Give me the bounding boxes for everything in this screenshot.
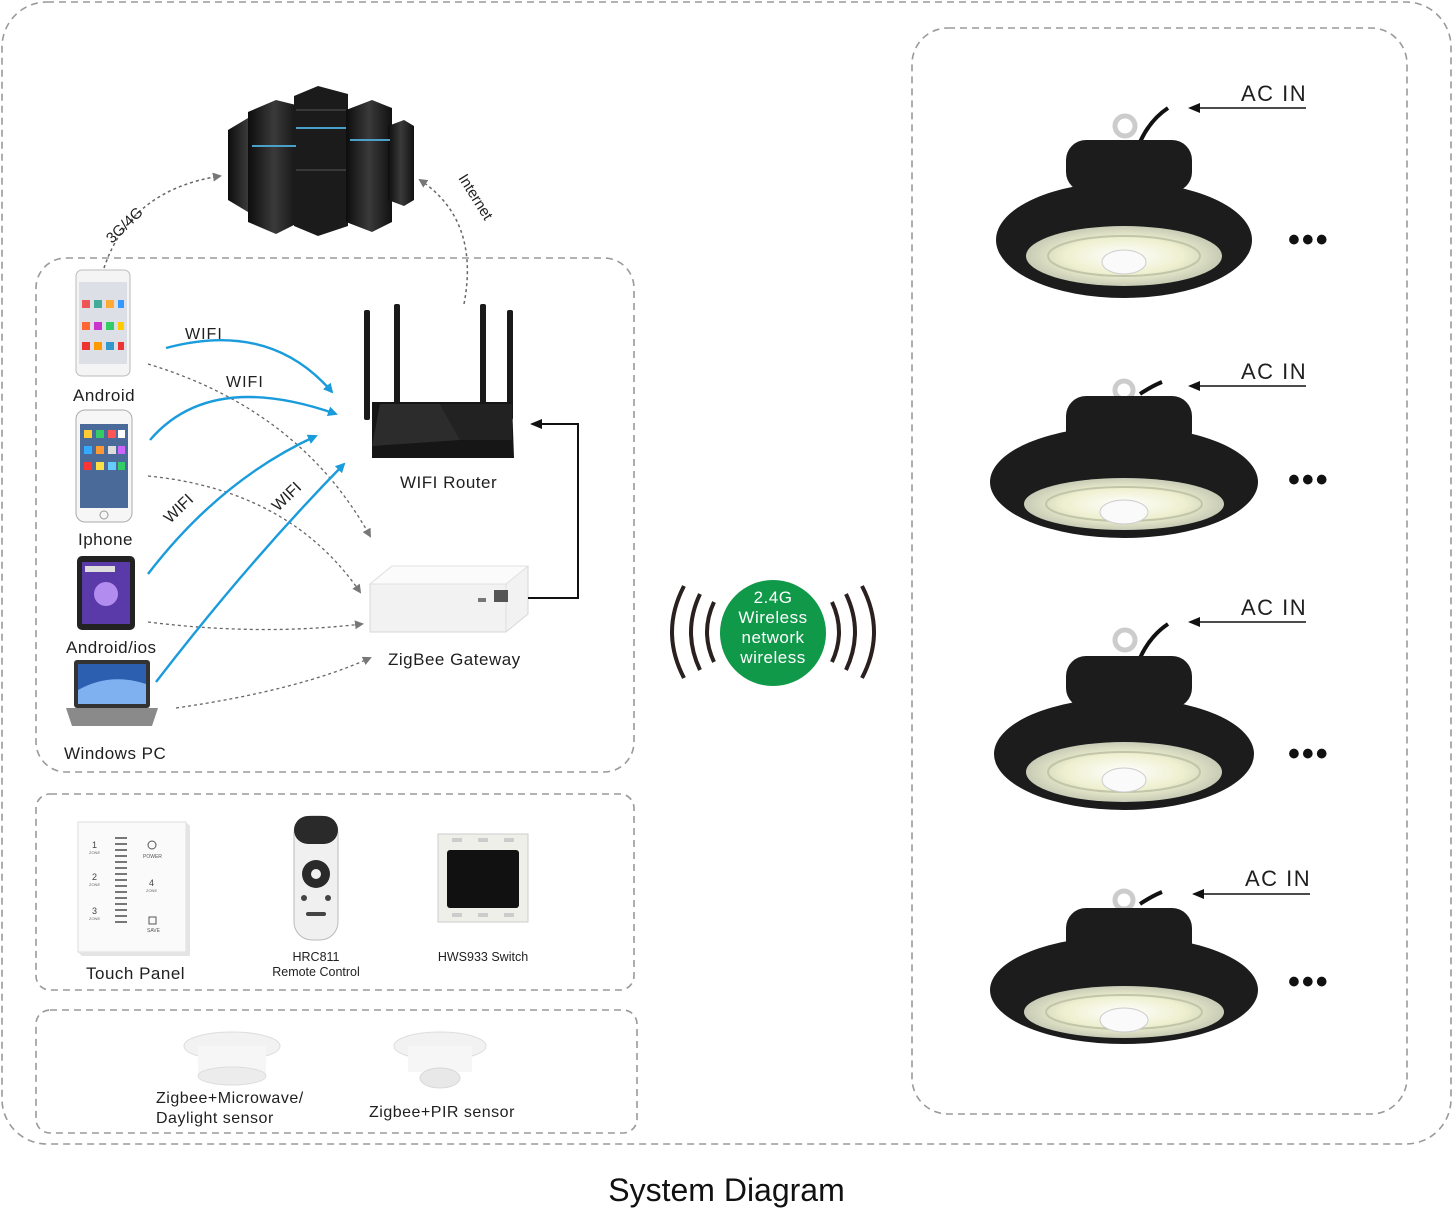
panel-zone-label-3: ZONE	[89, 916, 100, 921]
wifi-label-1: WIFI	[185, 326, 223, 343]
switch-label: HWS933 Switch	[437, 950, 529, 964]
zigbee-gateway-icon	[368, 565, 530, 633]
microwave-sensor-icon	[183, 1031, 281, 1086]
badge-line-2: Wireless	[738, 608, 808, 627]
badge-line-1: 2.4G	[753, 588, 793, 607]
panel-power-label: POWER	[143, 854, 162, 860]
wireless-waves-icon	[670, 585, 876, 679]
sensor-frame	[35, 1009, 638, 1134]
panel-key-4: 4	[149, 878, 154, 888]
highbay-fixture-1	[996, 106, 1252, 298]
ac-in-arrows	[1188, 103, 1310, 899]
mobile-link-label: 3G/4G	[103, 204, 147, 247]
mobile-cloud-link	[103, 172, 222, 269]
more-fixtures-2: •••	[1288, 461, 1330, 499]
iphone-icon	[75, 409, 133, 523]
badge-line-3: network	[741, 628, 805, 647]
pir-sensor-icon	[393, 1031, 487, 1089]
wireless-network-badge: 2.4G Wireless network wireless	[720, 580, 826, 686]
panel-key-2: 2	[92, 872, 97, 882]
android-label: Android	[73, 386, 136, 405]
remote-control-icon	[293, 815, 339, 941]
remote-label: Remote Control	[272, 965, 360, 979]
remote-model-label: HRC811	[292, 950, 340, 964]
touch-panel-icon	[77, 821, 190, 956]
tablet-gateway-link	[147, 620, 364, 631]
fixture-frame	[911, 27, 1408, 1115]
gateway-label: ZigBee Gateway	[388, 650, 521, 669]
panel-key-3: 3	[92, 906, 97, 916]
wifi-router-icon	[364, 304, 514, 458]
pc-wifi-link	[155, 462, 346, 683]
internet-link-label: Internet	[455, 171, 497, 224]
android-phone-icon	[75, 269, 131, 377]
router-cloud-link	[418, 178, 469, 305]
cloud-server-icon	[228, 86, 414, 236]
ac-in-label-3: AC IN	[1241, 595, 1308, 620]
highbay-fixture-3	[994, 622, 1254, 810]
touch-panel-label: Touch Panel	[86, 964, 186, 983]
microwave-sensor-label-1: Zigbee+Microwave/	[156, 1090, 304, 1107]
pc-gateway-link	[175, 656, 372, 709]
microwave-sensor-label-2: Daylight sensor	[156, 1110, 274, 1127]
wifi-label-2: WIFI	[226, 374, 264, 391]
app-control-frame	[35, 257, 635, 773]
outer-frame	[1, 1, 1452, 1145]
tablet-wifi-link	[147, 434, 318, 575]
ac-in-label-4: AC IN	[1245, 866, 1312, 891]
ac-in-label-1: AC IN	[1241, 81, 1308, 106]
iphone-gateway-link	[147, 475, 362, 594]
more-fixtures-1: •••	[1288, 221, 1330, 259]
panel-key-1: 1	[92, 840, 97, 850]
pir-sensor-label: Zigbee+PIR sensor	[369, 1104, 515, 1121]
highbay-fixture-2	[990, 378, 1258, 538]
ac-in-label-2: AC IN	[1241, 359, 1308, 384]
controller-frame	[35, 793, 635, 991]
router-label: WIFI Router	[400, 473, 498, 492]
gateway-router-link	[528, 419, 579, 599]
iphone-label: Iphone	[78, 530, 133, 549]
laptop-icon	[66, 660, 158, 726]
wifi-label-3: WIFI	[161, 491, 197, 527]
android-wifi-link	[165, 338, 334, 394]
more-fixtures-3: •••	[1288, 735, 1330, 773]
tablet-label: Android/ios	[66, 638, 157, 657]
badge-line-4: wireless	[740, 648, 806, 667]
hws933-switch-icon	[437, 833, 529, 923]
more-fixtures-4: •••	[1288, 963, 1330, 1001]
panel-zone-label-4: ZONE	[146, 888, 157, 893]
panel-zone-label-1: ZONE	[89, 850, 100, 855]
panel-zone-label-2: ZONE	[89, 882, 100, 887]
iphone-wifi-link	[149, 395, 338, 441]
highbay-fixture-4	[990, 888, 1258, 1044]
panel-save-label: SAVE	[147, 928, 161, 934]
pc-label: Windows PC	[64, 744, 167, 763]
tablet-icon	[77, 556, 135, 630]
diagram-title: System Diagram	[608, 1172, 845, 1208]
